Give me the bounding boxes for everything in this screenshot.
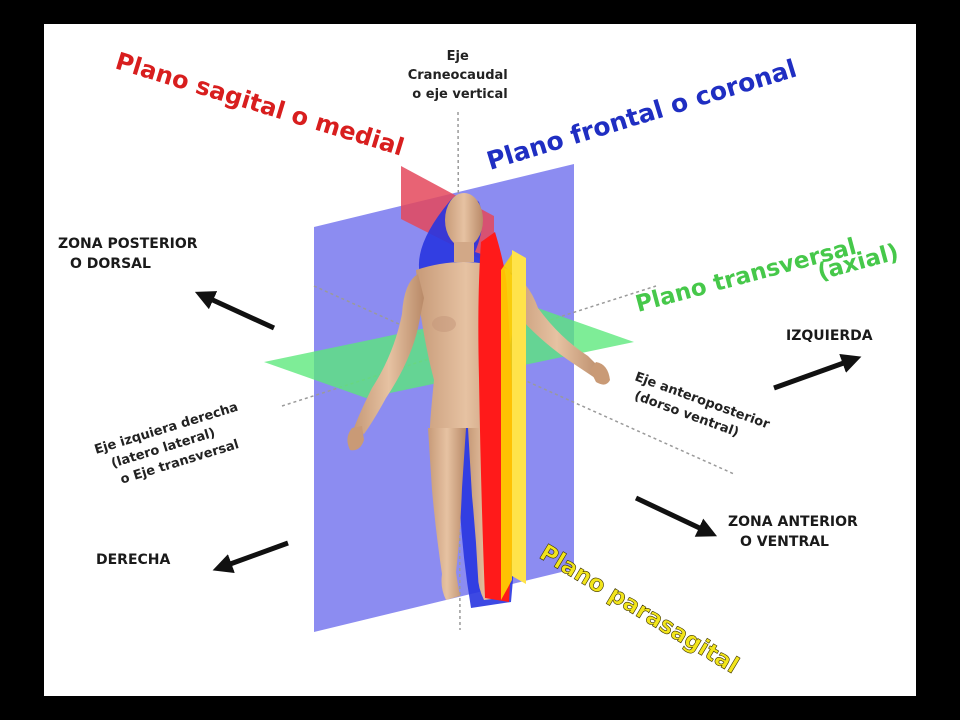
anterior-zone-line2: O VENTRAL	[740, 534, 829, 550]
arrow-right-icon	[212, 540, 289, 573]
vertical-axis-line2: Craneocaudal	[408, 68, 508, 83]
parasagittal-plane-side	[501, 254, 512, 600]
posterior-zone-label: ZONA POSTERIOR O DORSAL	[58, 236, 202, 272]
lateral-axis-label: Eje izquiera derecha (latero lateral) o …	[93, 398, 255, 492]
vertical-axis-label: Eje Craneocaudal o eje vertical	[408, 49, 513, 102]
anterior-zone-label: ZONA ANTERIOR O VENTRAL	[728, 514, 863, 550]
svg-text:Eje anteroposterior (dor: Eje anteroposterior (dorso ventral)	[626, 370, 775, 451]
frontal-label: Plano frontal o coronal	[483, 54, 800, 176]
sagittal-label: Plano sagital o medial	[112, 47, 407, 162]
parasagittal-label: Plano parasagital	[535, 540, 743, 679]
right-label: DERECHA	[96, 552, 171, 568]
arrow-left-icon	[773, 353, 862, 391]
anatomical-planes-diagram: Plano sagital o medial Plano frontal o c…	[44, 24, 916, 696]
diagram-canvas: Plano sagital o medial Plano frontal o c…	[58, 47, 901, 680]
parasagittal-plane	[512, 250, 526, 584]
posterior-zone-line1: ZONA POSTERIOR	[58, 236, 198, 252]
vertical-axis-line1: Eje	[447, 49, 469, 64]
arrow-posterior-icon	[194, 291, 276, 331]
posterior-zone-line2: O DORSAL	[70, 256, 151, 272]
left-label: IZQUIERDA	[786, 328, 873, 344]
vertical-axis-line3: o eje vertical	[412, 87, 507, 102]
arrow-anterior-icon	[634, 495, 718, 537]
ap-axis-label: Eje anteroposterior (dorso ventral)	[626, 370, 775, 451]
svg-text:Eje izquiera derecha (la: Eje izquiera derecha (latero lateral) o …	[93, 398, 255, 492]
anterior-zone-line1: ZONA ANTERIOR	[728, 514, 858, 530]
